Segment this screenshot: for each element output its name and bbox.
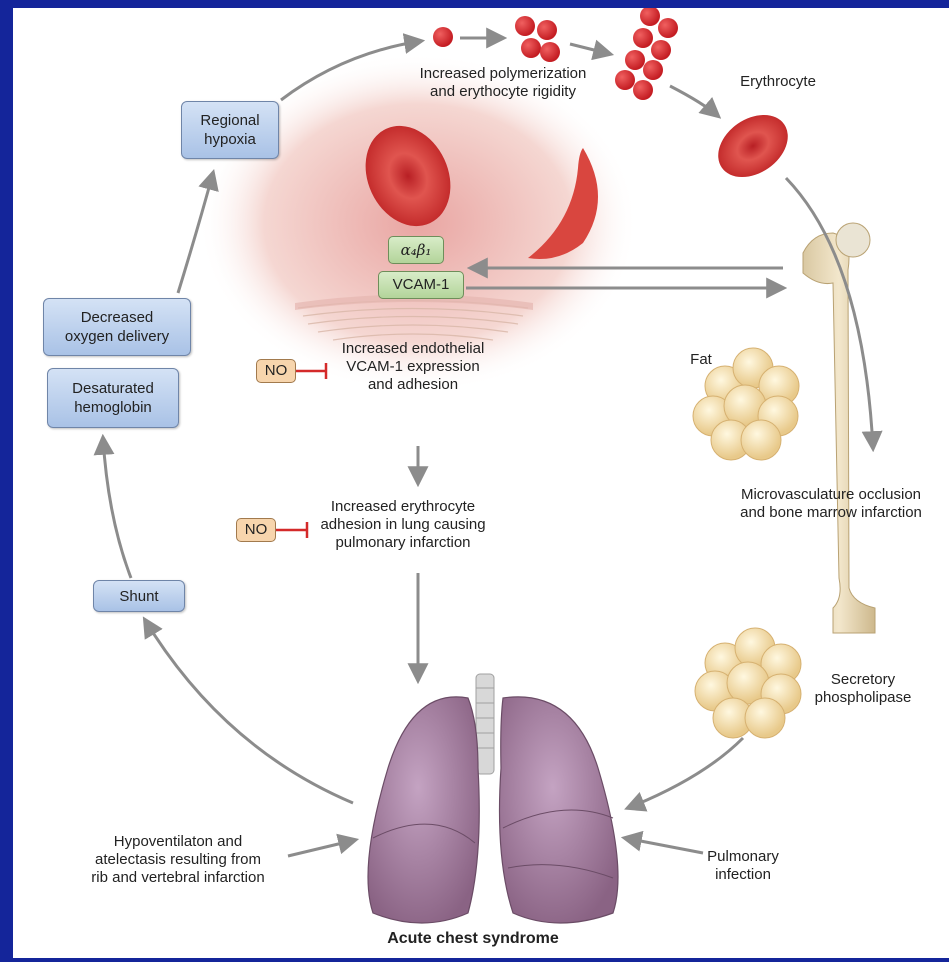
microvasculature-label: Microvasculature occlusion and bone marr… [713,486,949,522]
endothelial-label: Increased endothelial VCAM-1 expression … [313,340,513,394]
integrin-box: α₄β₁ [388,236,444,264]
decreased-oxygen-box: Decreased oxygen delivery [43,298,191,356]
hypoventilation-label: Hypoventilaton and atelectasis resulting… [68,833,288,887]
femur-bone [803,223,875,633]
fat-label: Fat [681,351,721,369]
desaturated-hemoglobin-label: Desaturated hemoglobin [72,379,154,417]
regional-hypoxia-box: Regional hypoxia [181,101,279,159]
no-box-1: NO [256,359,296,383]
acute-chest-title: Acute chest syndrome [373,930,573,948]
erythrocyte-illustration [706,102,799,190]
decreased-oxygen-label: Decreased oxygen delivery [65,308,169,346]
diagram-panel: Regional hypoxia Decreased oxygen delive… [13,8,949,958]
rbc-cluster-1 [433,27,453,47]
no-label-1: NO [265,362,288,379]
shunt-box: Shunt [93,580,185,612]
diagram-artwork [13,8,949,958]
regional-hypoxia-label: Regional hypoxia [200,111,259,149]
shunt-label: Shunt [119,587,158,606]
adhesion-lung-label: Increased erythrocyte adhesion in lung c… [303,498,503,552]
rbc-cluster-2 [515,16,560,62]
no-box-2: NO [236,518,276,542]
erythrocyte-label: Erythrocyte [723,73,833,91]
polymerization-label: Increased polymerization and erythocyte … [373,65,633,101]
vcam-label: VCAM-1 [393,276,450,293]
desaturated-hemoglobin-box: Desaturated hemoglobin [47,368,179,428]
lungs [368,674,618,923]
vcam-box: VCAM-1 [378,271,464,299]
no-label-2: NO [245,521,268,538]
integrin-label: α₄β₁ [401,241,432,259]
phospholipase-cluster [695,628,801,738]
phospholipase-label: Secretory phospholipase [803,671,923,707]
pulmonary-infection-label: Pulmonary infection [693,848,793,884]
